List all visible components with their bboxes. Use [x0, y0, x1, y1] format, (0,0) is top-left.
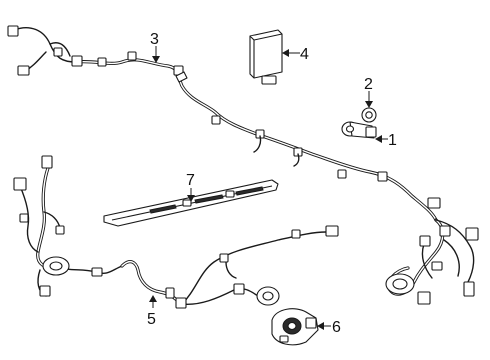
wiring-harness-left: [13, 155, 123, 297]
callout-1: 1: [388, 132, 397, 149]
bezel-ring-2: [361, 107, 377, 123]
callout-leaders: [149, 46, 388, 330]
sensor-housing-6: [271, 308, 319, 346]
callout-2: 2: [364, 76, 373, 93]
callout-5: 5: [147, 311, 156, 328]
wiring-harness-3: [7, 25, 438, 222]
callout-3: 3: [150, 31, 159, 48]
callout-7: 7: [186, 172, 195, 189]
wiring-harness-5: [120, 225, 339, 309]
callout-4: 4: [300, 46, 309, 63]
park-assist-sensor-1: [341, 121, 377, 139]
wiring-harness-right-branch: [385, 197, 479, 305]
callout-6: 6: [332, 319, 341, 336]
sensor-bracket-7: [103, 179, 279, 227]
control-module-4: [249, 29, 283, 85]
